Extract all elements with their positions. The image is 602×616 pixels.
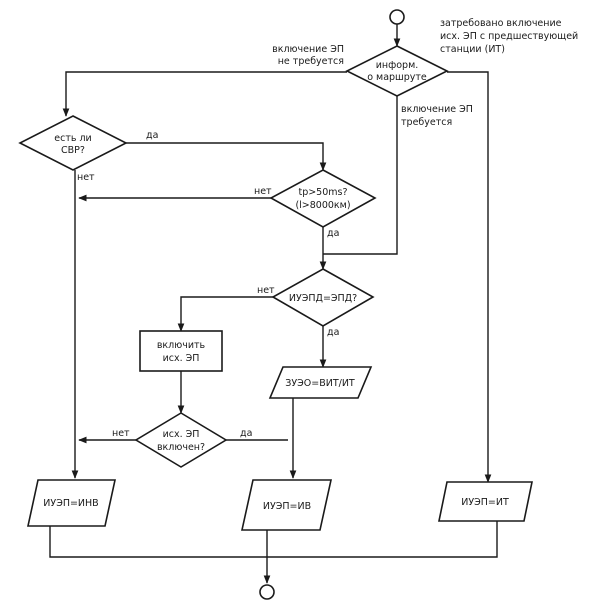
label-tr-no: нет	[254, 186, 272, 197]
decision-svr: есть ли СВР?	[18, 115, 128, 171]
label-iuepd-no: нет	[257, 285, 275, 296]
decision-svr-line2: СВР?	[61, 145, 85, 156]
decision-enabled: исх. ЭП включен?	[134, 412, 228, 468]
decision-iuepd: ИУЭПД=ЭПД?	[271, 268, 375, 327]
edge-inv-merge	[49, 526, 267, 558]
label-required-line2: требуется	[401, 117, 452, 128]
io-zueo: ЗУЭО=ВИТ/ИТ	[268, 366, 373, 399]
edge-iuepd-no	[177, 296, 275, 332]
label-tr-yes: да	[327, 228, 339, 239]
label-required-line1: включение ЭП	[401, 104, 473, 115]
process-enable-line1: включить	[157, 340, 206, 351]
process-enable: включить исх. ЭП	[139, 330, 223, 372]
edge-labels: включение ЭП не требуется затребовано вк…	[77, 18, 578, 439]
io-iuep-inv-text: ИУЭП=ИНВ	[43, 498, 98, 509]
label-requested-line3: станции (ИТ)	[440, 44, 505, 55]
process-enable-line2: исх. ЭП	[163, 353, 200, 364]
start-connector	[389, 9, 405, 25]
decision-enabled-line2: включен?	[157, 442, 205, 453]
label-requested-line2: исх. ЭП с предшествующей	[440, 31, 578, 42]
decision-svr-line1: есть ли	[54, 133, 91, 144]
decision-tr: tр>50ms? (l>8000км)	[269, 169, 377, 228]
label-not-required-line2: не требуется	[278, 56, 344, 67]
edge-info-requested	[447, 71, 492, 483]
edge-it-merge	[267, 521, 498, 558]
io-iuep-it: ИУЭП=ИТ	[438, 481, 533, 522]
decision-info-line2: о маршруте	[367, 72, 427, 83]
decision-iuepd-text: ИУЭПД=ЭПД?	[289, 293, 357, 304]
label-enabled-yes: да	[240, 428, 252, 439]
decision-tr-line1: tр>50ms?	[298, 187, 347, 198]
io-zueo-text: ЗУЭО=ВИТ/ИТ	[285, 378, 355, 389]
io-iuep-inv: ИУЭП=ИНВ	[27, 479, 116, 527]
edge-svr-yes	[126, 142, 327, 171]
decision-info: информ. о маршруте	[345, 45, 449, 97]
decision-tr-line2: (l>8000км)	[295, 200, 350, 211]
connectors	[49, 24, 498, 584]
io-iuep-it-text: ИУЭП=ИТ	[461, 497, 509, 508]
io-iuep-iv: ИУЭП=ИВ	[241, 479, 332, 531]
end-connector	[259, 584, 275, 600]
label-iuepd-yes: да	[327, 327, 339, 338]
label-svr-no: нет	[77, 172, 95, 183]
label-not-required-line1: включение ЭП	[272, 44, 344, 55]
decision-enabled-line1: исх. ЭП	[163, 429, 200, 440]
label-requested-line1: затребовано включение	[440, 18, 562, 29]
label-svr-yes: да	[146, 130, 158, 141]
edge-info-required	[323, 96, 398, 255]
label-enabled-no: нет	[112, 428, 130, 439]
decision-info-line1: информ.	[376, 60, 419, 71]
io-iuep-iv-text: ИУЭП=ИВ	[263, 501, 311, 512]
edge-info-not-required	[62, 71, 347, 117]
